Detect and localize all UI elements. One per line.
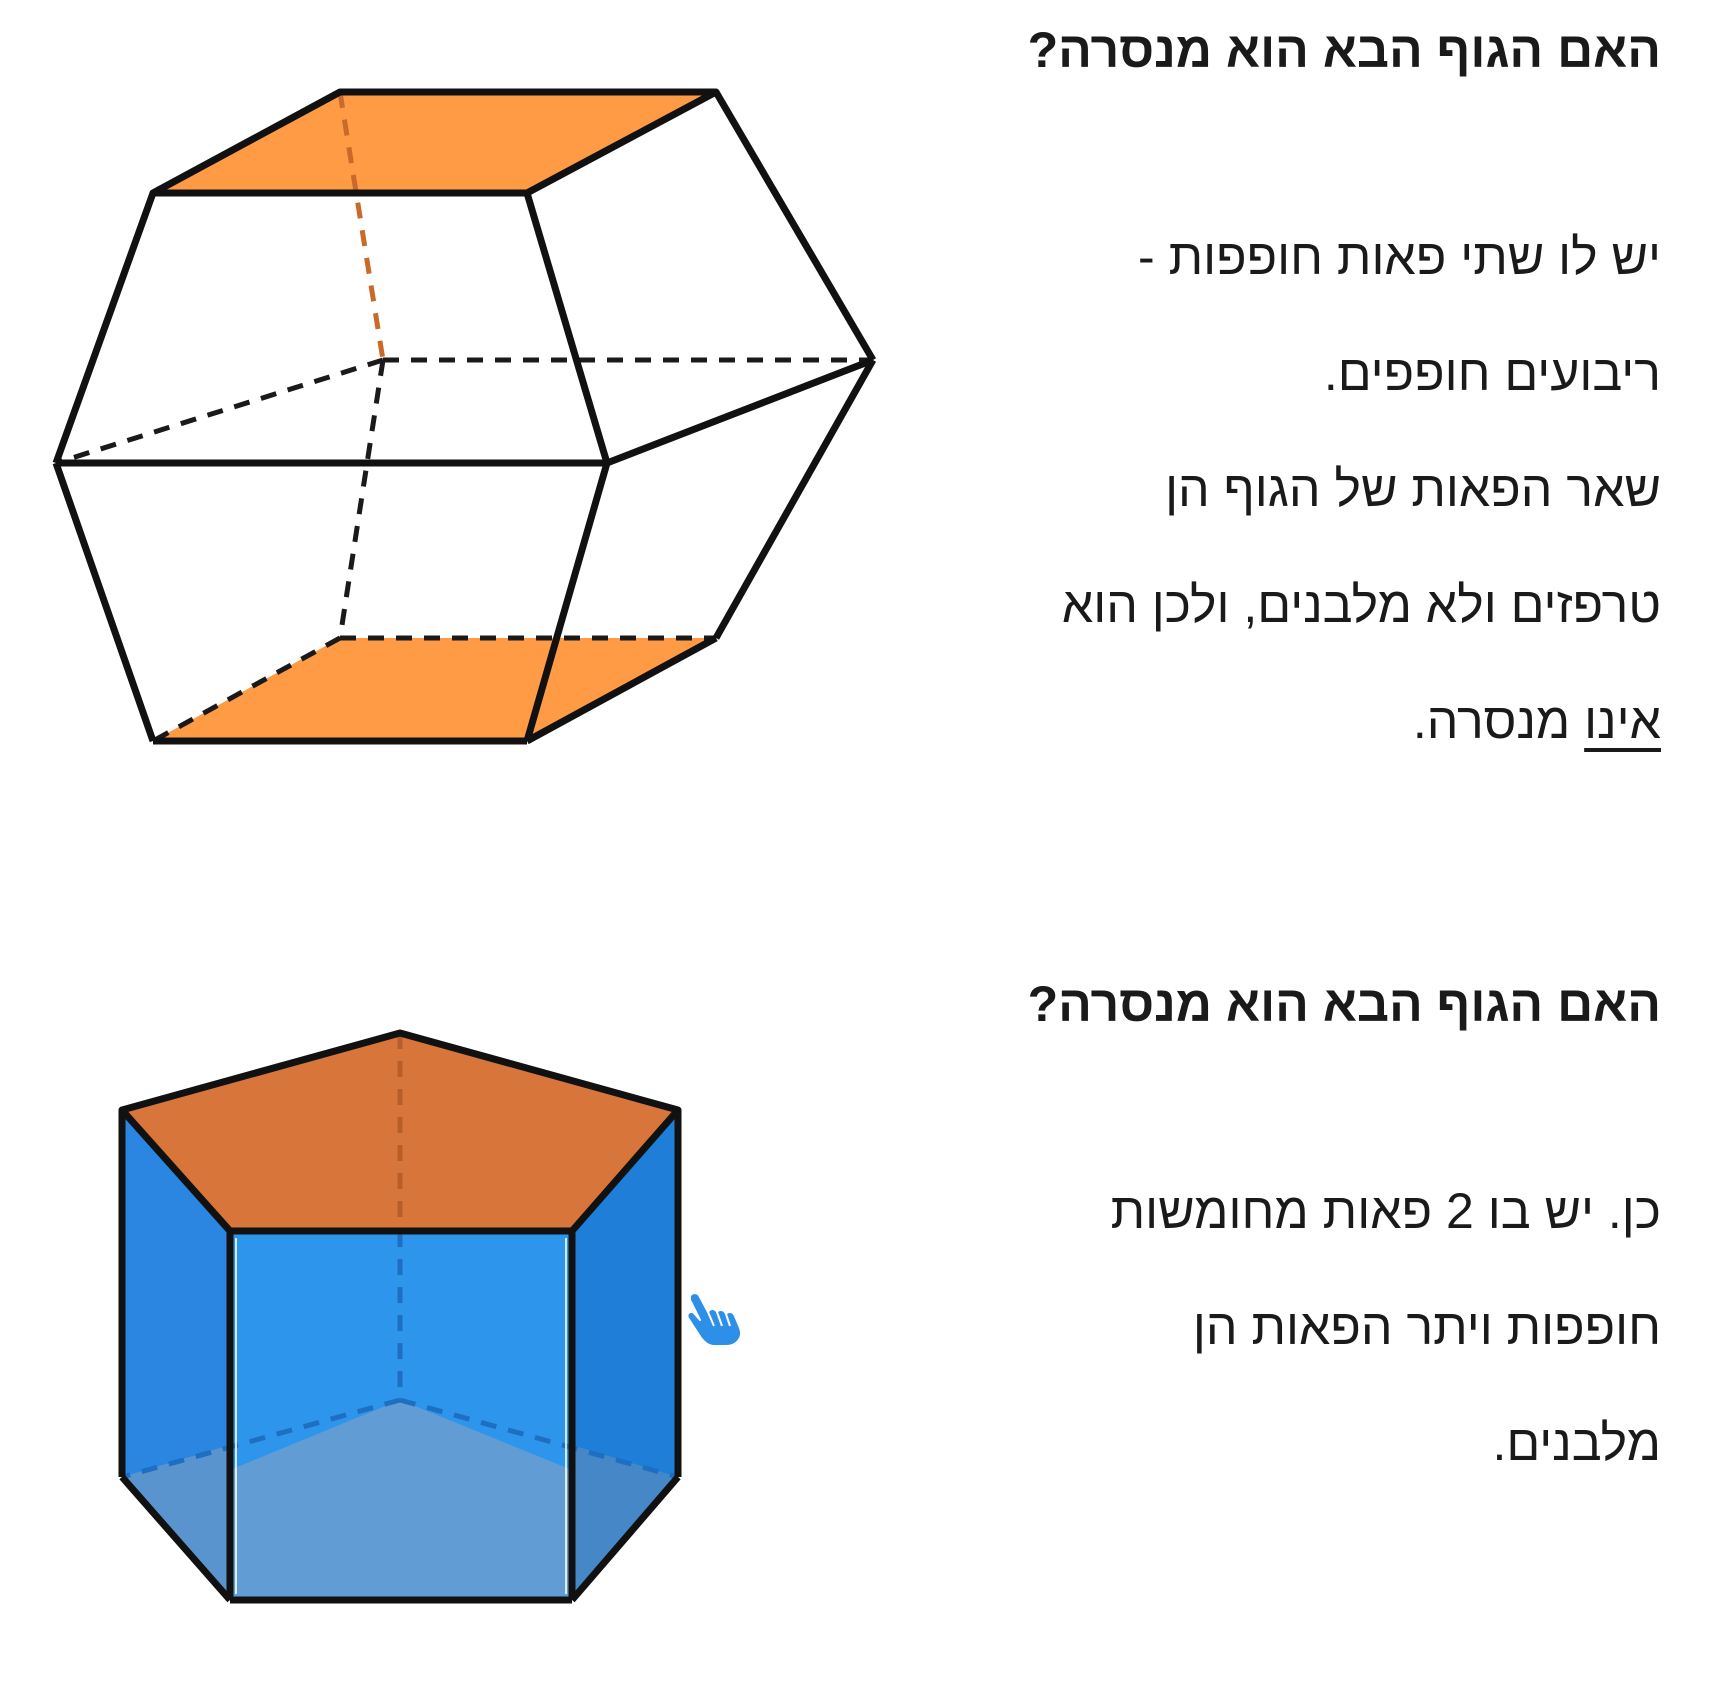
question-1-text: האם הגוף הבא הוא מנסרה? [1027, 22, 1661, 78]
underlined-word: אינו [1584, 693, 1661, 749]
answer-1-line-4: טרפזים ולא מלבנים, ולכן הוא [1061, 577, 1661, 633]
front-face-lower-tint [230, 1400, 572, 1600]
prism-visible-edges [118, 1029, 682, 1604]
question-1: האם הגוף הבא הוא מנסרה? [1028, 20, 1661, 80]
hidden-edges [55, 91, 873, 744]
visible-edges [52, 88, 877, 745]
answer-1-line-5: אינו מנסרה. [1413, 691, 1661, 751]
prism-highlight-edges [235, 1238, 567, 1594]
right-face-lower-tint [572, 1445, 678, 1600]
truncated-solid-figure [52, 88, 877, 745]
answer-2-line-1: כן. יש בו 2 פאות מחומשות [1110, 1183, 1661, 1239]
question-2-text: האם הגוף הבא הוא מנסרה? [1027, 976, 1661, 1032]
answer-2-line-3: מלבנים. [1492, 1415, 1661, 1471]
answer-1-line-3: שאר הפאות של הגוף הן [1165, 461, 1661, 517]
bottom-square-face [153, 638, 716, 741]
answer-1-line-1: יש לו שתי פאות חופפות - [1138, 229, 1661, 285]
answer-1-line-2: ריבועים חופפים. [1323, 345, 1661, 401]
pentagonal-prism-figure [118, 1029, 682, 1604]
left-face-lower-tint [122, 1445, 230, 1600]
answer-2-line-2: חופפות ויתר הפאות הן [1192, 1299, 1661, 1355]
question-2: האם הגוף הבא הוא מנסרה? [1028, 974, 1661, 1034]
pointing-hand-cursor-icon [686, 1292, 742, 1347]
answer-1-line-5-rest: מנסרה. [1412, 693, 1585, 749]
prism-hidden-edges [121, 1033, 679, 1480]
